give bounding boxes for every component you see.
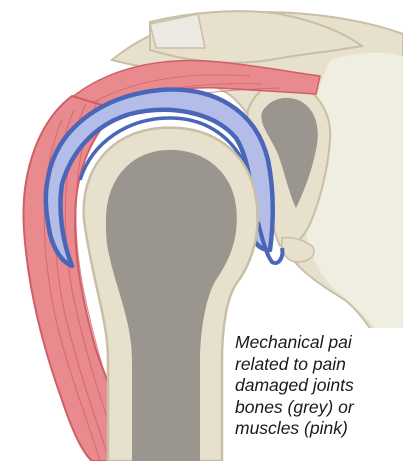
caption-line-4: bones (grey) or (235, 397, 403, 419)
caption-line-1: Mechanical pai (235, 332, 403, 354)
caption-line-3: damaged joints (235, 375, 403, 397)
caption-line-5: muscles (pink) (235, 418, 403, 440)
caption-text: Mechanical pai related to pain damaged j… (235, 328, 403, 461)
caption-line-2: related to pain (235, 354, 403, 376)
